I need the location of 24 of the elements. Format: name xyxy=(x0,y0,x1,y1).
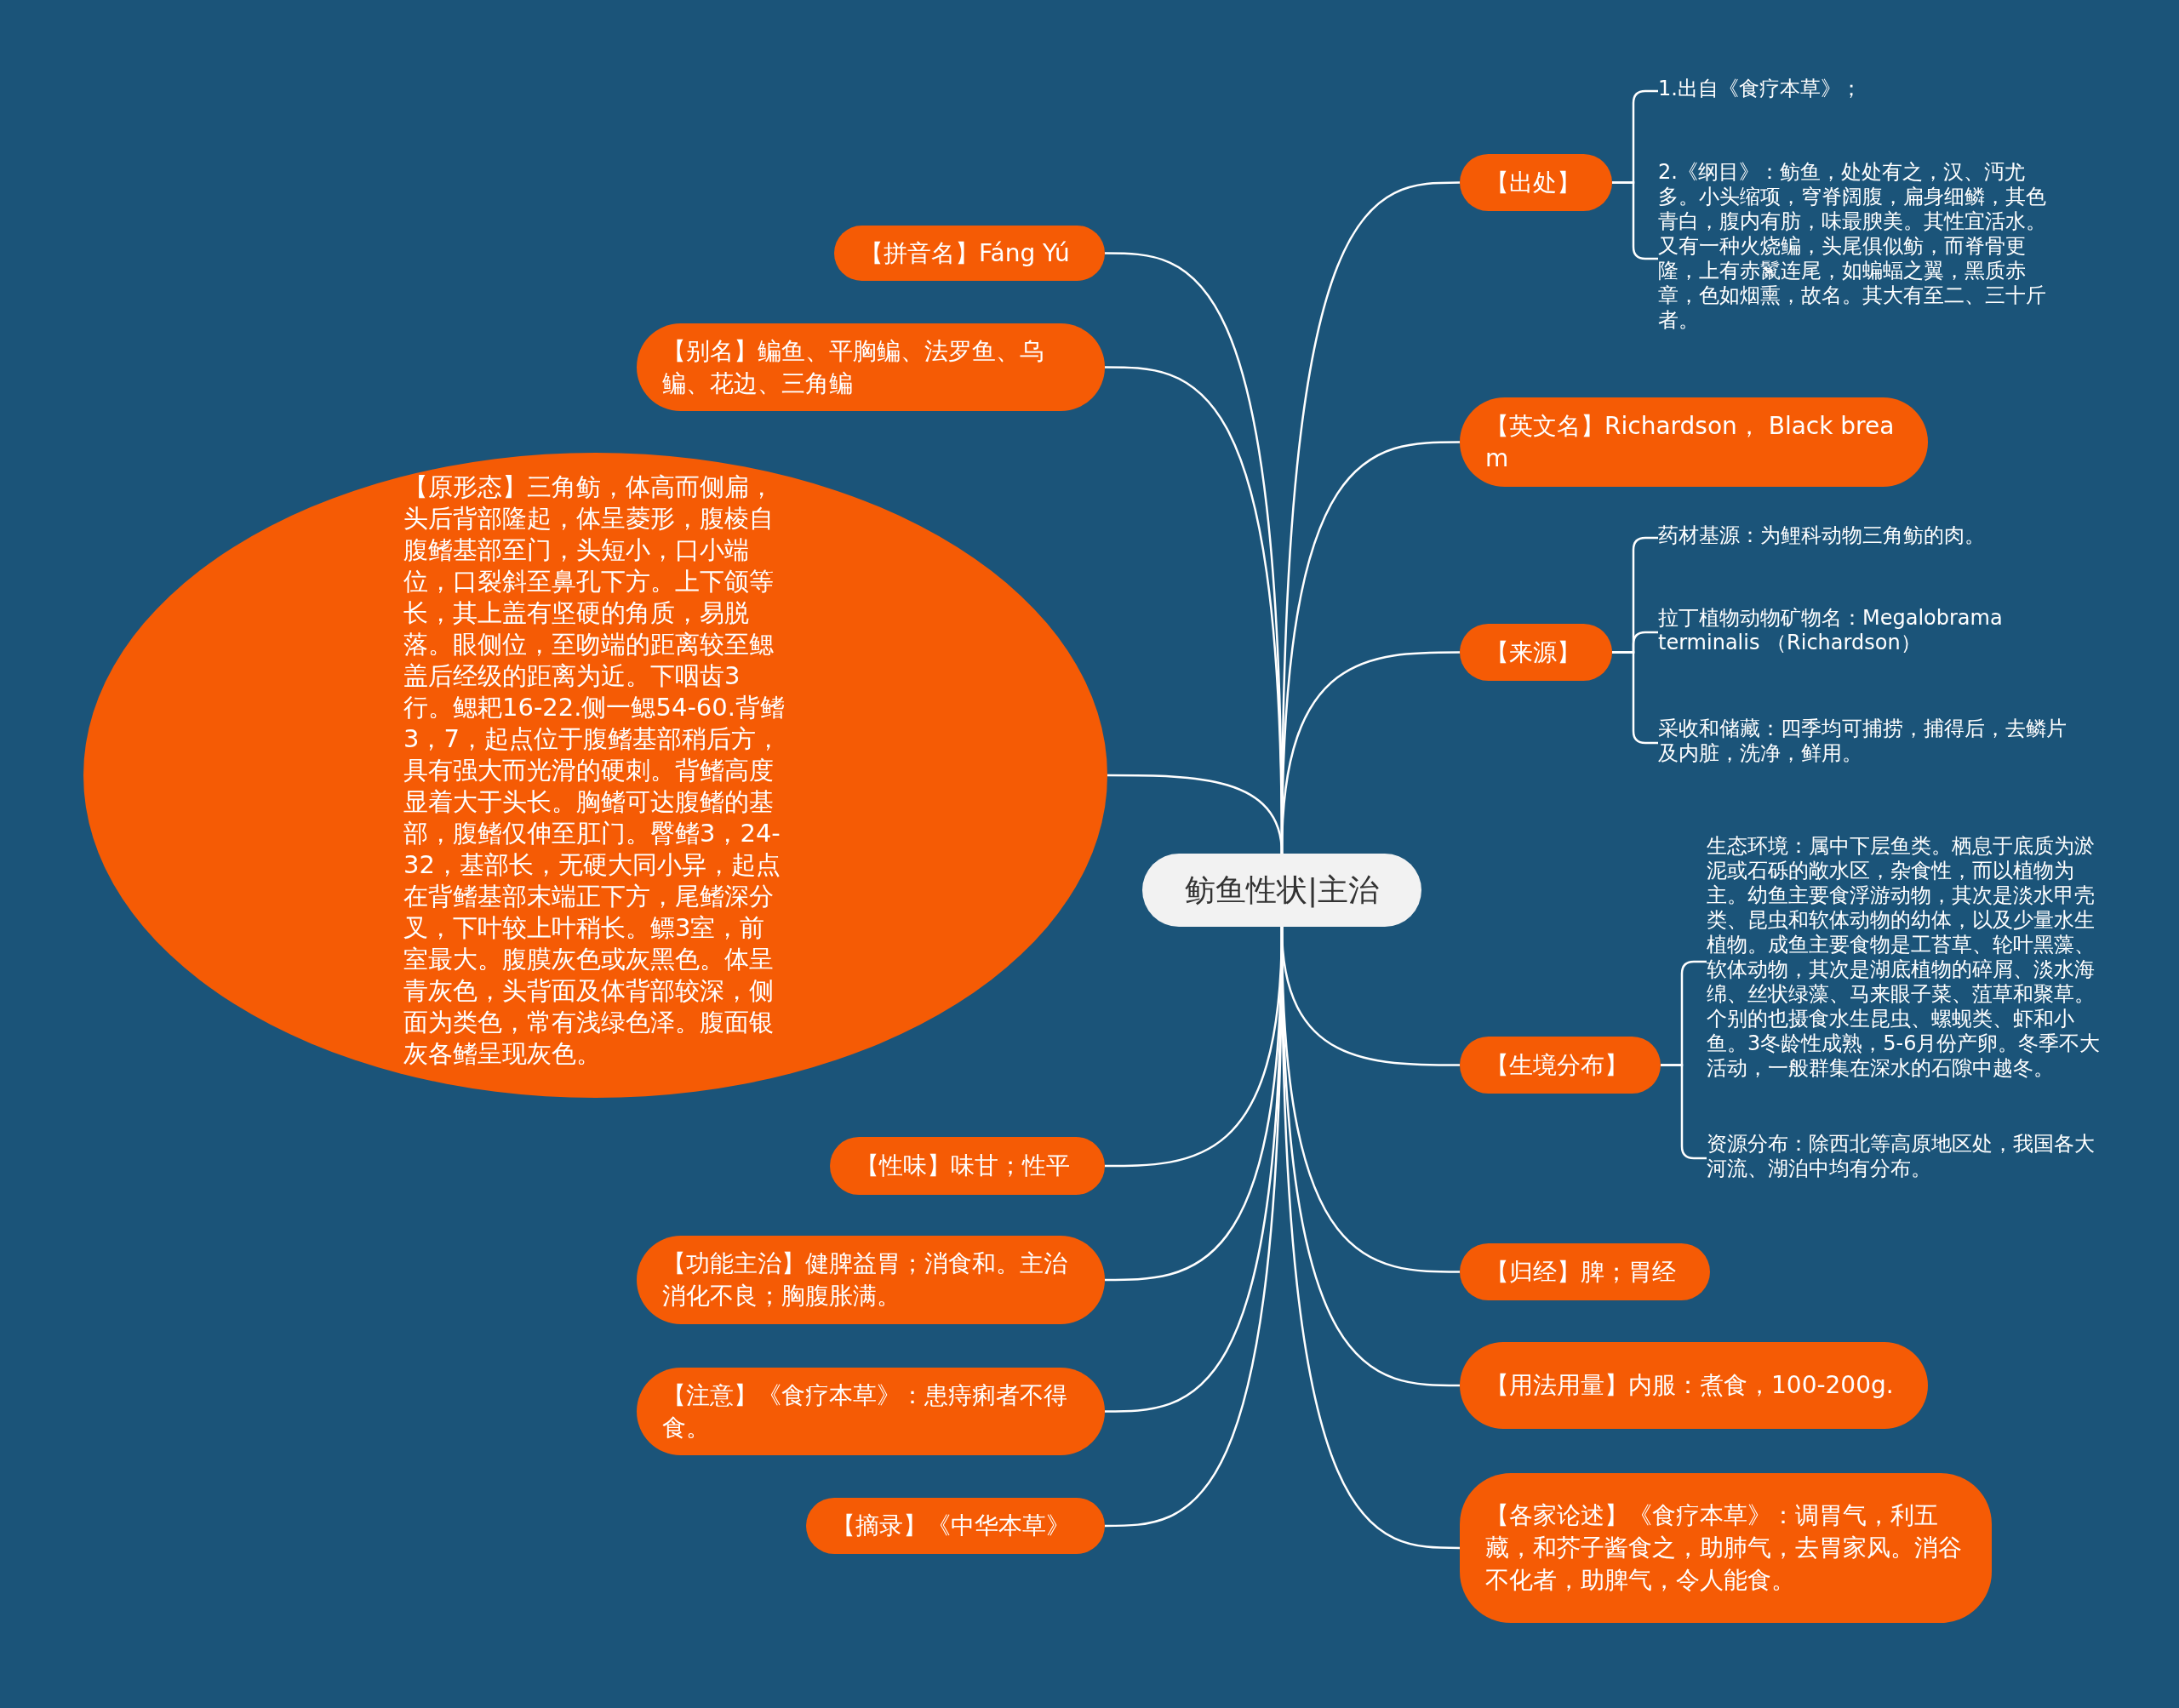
topic-pill: 【性味】味甘；性平 xyxy=(830,1137,1105,1195)
branch-text: 2.《纲目》：鲂鱼，处处有之，汉、沔尤多。小头缩项，穹脊阔腹，扁身细鳞，其色青白，腹内有肪，味最腴美。其性宜活水。又有一种火烧鳊，头尾俱似鲂，而脊骨更隆，上有赤鬣连尾，如蝙蝠之翼，黑质赤章，色如烟熏，故名。其大有至二、三十斤者。 xyxy=(1658,160,2058,357)
topic-pill: 【别名】鳊鱼、平胸鳊、法罗鱼、乌鳊、花边、三角鳊 xyxy=(637,323,1105,411)
topic-pill: 【英文名】Richardson， Black bream xyxy=(1460,397,1928,487)
connector-line xyxy=(1280,927,1461,1550)
central-topic: 鲂鱼性状|主治 xyxy=(1142,854,1421,927)
branch-text: 拉丁植物动物矿物名：Megalobrama terminalis （Richardson） xyxy=(1658,606,2075,659)
topic-pill: 【生境分布】 xyxy=(1460,1037,1661,1094)
branch-text: 采收和储藏：四季均可捕捞，捕得后，去鳞片及内脏，洗净，鲜用。 xyxy=(1658,717,2075,769)
topic-pill: 【功能主治】健脾益胃；消食和。主治消化不良；胸腹胀满。 xyxy=(637,1236,1105,1324)
topic-pill: 【摘录】《中华本草》 xyxy=(806,1498,1105,1554)
branch-text: 药材基源：为鲤科动物三角鲂的肉。 xyxy=(1658,523,2067,552)
topic-pill: 【归经】脾；胃经 xyxy=(1460,1243,1710,1300)
topic-pill: 【用法用量】内服：煮食，100-200g. xyxy=(1460,1342,1928,1429)
branch-text: 资源分布：除西北等高原地区处，我国各大河流、湖泊中均有分布。 xyxy=(1707,1132,2107,1185)
branch-text: 1.出自《食疗本草》； xyxy=(1658,77,2067,106)
topic-pill: 【出处】 xyxy=(1460,154,1612,211)
connector-line xyxy=(1280,651,1460,854)
branch-text: 生态环境：属中下层鱼类。栖息于底质为淤泥或石砾的敞水区，杂食性，而以植物为主。幼鱼主要食浮游动物，其次是淡水甲壳类、昆虫和软体动物的幼体，以及少量水生植物。成鱼主要食物是工苔草、轮叶黑藻、软体动物，其次是湖底植物的碎屑、淡水海绵、丝状绿藻、马来眼子菜、菹草和聚草。个别的也摄食水生昆虫、螺蚬类、虾和小鱼。3冬龄性成熟，5-6月份产卵。冬季不大活动，一般群集在深水的石隙中越冬。 xyxy=(1707,834,2107,1089)
topic-pill: 【注意】《食疗本草》：患痔痢者不得食。 xyxy=(637,1368,1105,1455)
topic-pill: 【各家论述】《食疗本草》：调胃气，利五藏，和芥子酱食之，助肺气，去胃家风。消谷不化者，助脾气，令人能食。 xyxy=(1460,1473,1992,1623)
node-text: 【原形态】三角鲂，体高而侧扁，头后背部隆起，体呈菱形，腹棱自腹鳍基部至门，头短小，口小端位，口裂斜至鼻孔下方。上下颌等长，其上盖有坚硬的角质，易脱落。眼侧位，至吻端的距离较至鳃盖后经级的距离为近。下咽齿3行。鳃耙16-22.侧一鳃54-60.背鳍3，7，起点位于腹鳍基部稍后方，具有强大而光滑的硬刺。背鳍高度显着大于头长。胸鳍可达腹鳍的基部，腹鳍仅伸至肛门。臀鳍3，24-32，基部长，无硬大同小异，起点在背鳍基部末端正下方，尾鳍深分叉，下叶较上叶稍长。鳔3室，前室最大。腹膜灰色或灰黑色。体呈青灰色，头背面及体背部较深，侧面为类色，常有浅绿色泽。腹面银灰各鳍呈现灰色。 xyxy=(403,471,786,1070)
topic-pill: 【来源】 xyxy=(1460,624,1612,681)
topic-pill: 【拼音名】Fáng Yú xyxy=(834,226,1105,281)
